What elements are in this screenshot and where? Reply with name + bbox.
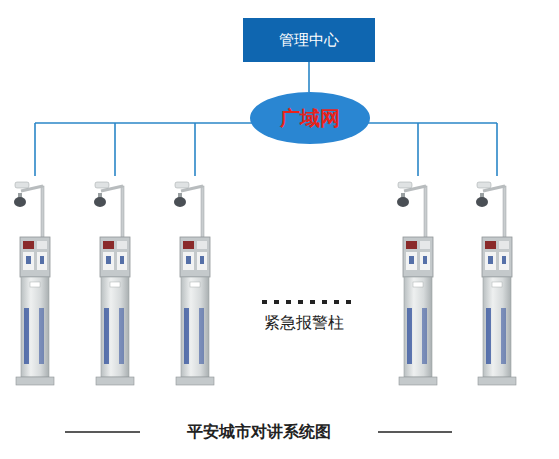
node-text: 广域网 bbox=[280, 105, 340, 132]
pillar-label: 紧急报警柱 bbox=[264, 313, 344, 334]
center-box: 管理中心 bbox=[243, 18, 375, 62]
caption: 平安城市对讲系统图 bbox=[187, 422, 331, 443]
node-text: 管理中心 bbox=[279, 31, 339, 50]
connector bbox=[308, 62, 310, 92]
network-ellipse: 广域网 bbox=[250, 92, 370, 144]
